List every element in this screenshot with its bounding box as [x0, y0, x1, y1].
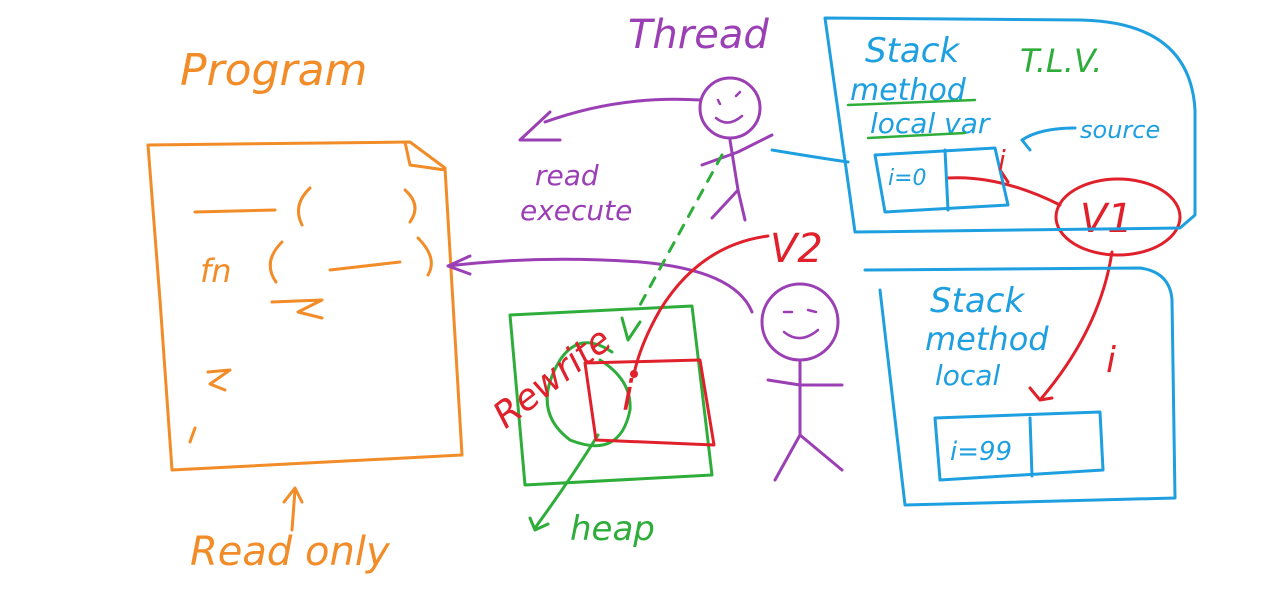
program-group: Program fn Read only [146, 45, 464, 575]
heap-pointer-arrow [528, 433, 600, 532]
heap-box [508, 304, 714, 487]
thread-top-face [714, 90, 744, 124]
v1-to-stack2 [1028, 250, 1114, 402]
tlv-label: T.L.V. [1020, 42, 1102, 80]
program-label: Program [180, 45, 367, 96]
stack-top-cell-value: i=0 [888, 166, 927, 191]
v2-pointer [632, 234, 770, 376]
stack-bottom-cell [933, 410, 1105, 482]
code-scribble-5 [188, 426, 197, 444]
stack-bottom-outline [863, 266, 1177, 507]
v1-circle [1054, 177, 1182, 257]
stack-top-cell [873, 146, 1010, 214]
code-scribble-4 [206, 368, 232, 392]
thread-top-group: Thread read execute [518, 12, 774, 227]
thread-bottom-head [760, 282, 840, 362]
heap-group: heap [508, 153, 724, 549]
source-label: source [1080, 116, 1160, 144]
read-execute-arrow [518, 97, 702, 142]
thread-heap-dashed-link [638, 153, 724, 307]
read-execute-line1: read [535, 159, 599, 192]
v1-label: V1 [1080, 196, 1133, 242]
stack-top-underline-2 [866, 131, 967, 140]
read-only-arrow [282, 486, 304, 532]
thread-bottom-body [766, 360, 844, 482]
read-only-label: Read only [190, 529, 391, 575]
stack-top-underline-1 [846, 98, 977, 107]
stack-top-line1: Stack [865, 31, 960, 71]
thread-bottom-group [446, 254, 844, 482]
code-paren-4 [416, 236, 433, 277]
heap-label: heap [570, 509, 655, 549]
code-line-3 [270, 298, 324, 320]
code-paren-2 [403, 188, 417, 224]
v2-label: V2 [770, 226, 823, 272]
stack2-i-label: i [1106, 340, 1116, 381]
thread-bottom-face [782, 308, 820, 340]
stack-bottom-line3: local [935, 359, 1000, 392]
heap-arrowhead [620, 316, 642, 342]
read-execute-line2: execute [520, 194, 632, 227]
code-fn-text: fn [200, 252, 232, 290]
stack-top-i-label: i [998, 144, 1006, 177]
stack-top-group: Stack method local var T.L.V. source i=0… [770, 16, 1197, 234]
heap-variable-box [583, 358, 716, 447]
code-paren-1 [296, 186, 312, 227]
heap-swirl [545, 341, 632, 448]
thread-to-stack-link [770, 148, 850, 164]
code-line-1 [193, 208, 277, 214]
stack-bottom-group: Stack method local i=99 [863, 266, 1177, 507]
source-arrow [1020, 126, 1077, 152]
stack-top-outline [823, 16, 1197, 234]
heap-variable-i: i [622, 371, 634, 420]
thread-label: Thread [628, 12, 769, 58]
stack-bottom-cell-value: i=99 [950, 437, 1012, 467]
code-paren-3 [268, 240, 284, 284]
code-line-2 [328, 260, 402, 272]
stack-bottom-line2: method [925, 320, 1049, 358]
stack-bottom-line1: Stack [930, 281, 1025, 321]
thread-top-head [698, 76, 762, 140]
program-document-outline [146, 140, 464, 472]
thread-top-body [700, 133, 774, 222]
thread-to-program-arrow [446, 254, 754, 314]
program-document-fold [403, 140, 447, 172]
